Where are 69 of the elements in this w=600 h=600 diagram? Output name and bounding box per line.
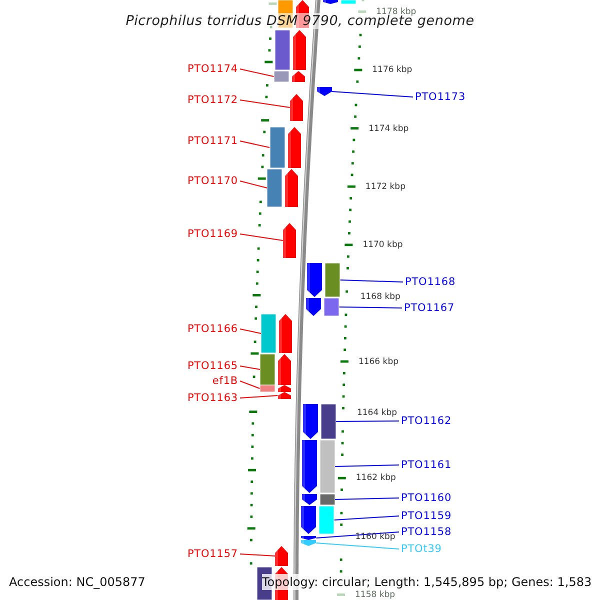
gene-drawing: [278, 392, 291, 399]
gene-drawing: [282, 223, 296, 258]
leader-line: [240, 554, 276, 556]
tick-label: 1170 kbp: [362, 240, 404, 250]
gene-label: PTO1171: [187, 135, 238, 147]
tick-label: 1162 kbp: [354, 473, 397, 484]
leader-line: [331, 91, 414, 98]
gene-label: PTO1166: [187, 323, 238, 335]
leader-line: [334, 464, 400, 467]
leader-line: [240, 366, 261, 370]
accession-text: Accession: NC_005877: [9, 574, 146, 590]
gene-label: ef1B: [212, 375, 238, 387]
gene-drawing: [267, 169, 298, 207]
gene-label: PTO1157: [187, 548, 238, 560]
leader-line: [338, 306, 402, 308]
leader-line: [240, 328, 262, 334]
gene-drawing: [301, 506, 334, 534]
gene-label: PTO1159: [401, 510, 452, 522]
gene-drawing: [302, 494, 335, 505]
gene-label: PTO1169: [187, 228, 238, 240]
leader-line: [340, 280, 404, 282]
gene-label: PTO1162: [401, 415, 452, 427]
gene-drawing: [316, 87, 332, 96]
tick-label: 1166 kbp: [357, 356, 400, 367]
gene-drawing: [307, 263, 340, 297]
gene-drawing: [322, 0, 356, 4]
leader-line: [240, 140, 270, 148]
leader-line: [240, 100, 290, 108]
tick-label: 1158 kbp: [354, 590, 396, 600]
gene-drawing: [260, 354, 292, 385]
gene-drawing: [302, 404, 336, 439]
leader-line: [240, 380, 260, 389]
gene-label: PTO1163: [187, 392, 238, 404]
gene-label: PTO1167: [404, 302, 455, 314]
tick-label: 1168 kbp: [359, 292, 402, 302]
leader-line: [240, 234, 284, 241]
gene-drawing: [274, 71, 305, 82]
gene-drawing: [275, 546, 288, 566]
leader-line: [316, 542, 400, 550]
leader-line: [335, 420, 400, 422]
leader-line: [240, 395, 278, 398]
genome-summary-text: Topology: circular; Length: 1,545,895 bp; Genes: 1,583: [262, 574, 592, 590]
gene-label: PTOt39: [401, 543, 442, 555]
gene-drawing: [301, 540, 316, 546]
gene-drawing: [261, 314, 292, 353]
leader-line: [240, 68, 274, 77]
gene-label: PTO1165: [187, 360, 238, 372]
gene-drawing: [275, 30, 306, 70]
tick-label: 1176 kbp: [371, 65, 414, 76]
gene-label: PTO1170: [187, 175, 238, 187]
gene-label: PTO1173: [415, 91, 466, 103]
gene-drawing: [270, 127, 300, 168]
gene-label: PTO1158: [401, 526, 452, 538]
gene-drawing: [302, 440, 336, 493]
gene-label: PTO1160: [401, 492, 452, 504]
gene-label: PTO1161: [401, 459, 452, 471]
gene-drawing: [306, 298, 340, 316]
tick-label: 1174 kbp: [368, 124, 410, 134]
leader-line: [334, 498, 400, 500]
tick-label: 1164 kbp: [356, 408, 398, 418]
gene-drawing: [301, 536, 316, 540]
gene-label: PTO1172: [187, 94, 238, 106]
gene-drawing: [290, 94, 303, 121]
tick-label: 1172 kbp: [364, 182, 406, 192]
gene-drawing: [260, 385, 291, 392]
gene-label: PTO1168: [405, 276, 456, 288]
leader-line: [334, 516, 400, 520]
leader-line: [240, 180, 268, 188]
gene-label: PTO1174: [187, 63, 238, 75]
